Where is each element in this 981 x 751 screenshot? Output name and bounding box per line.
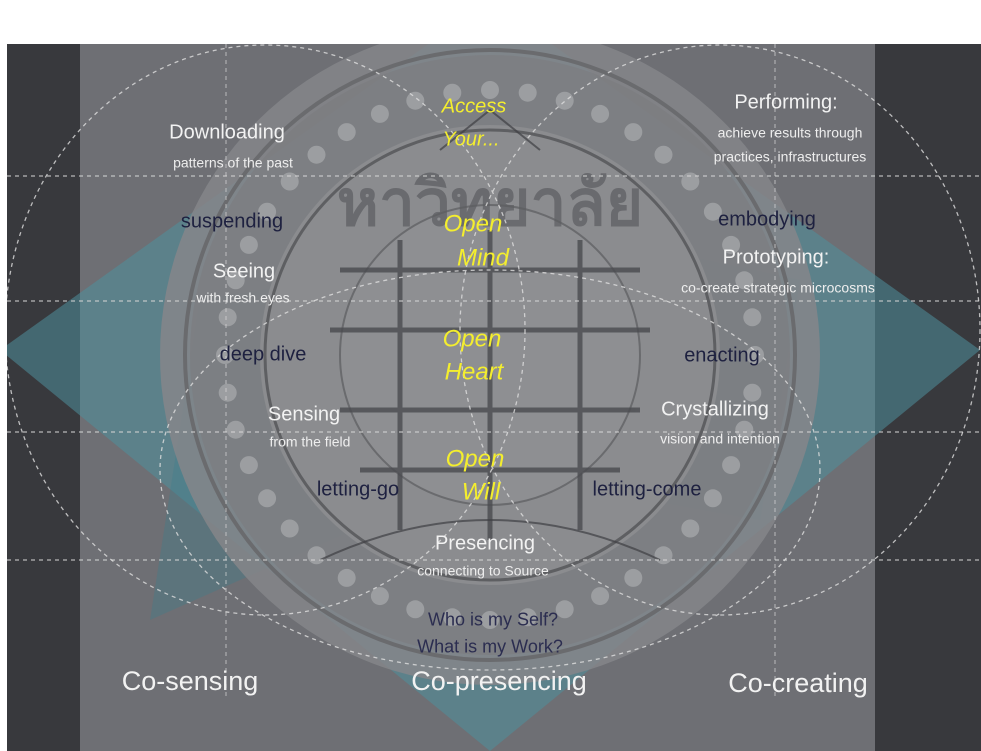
open-mind-line1: Open	[443, 210, 503, 238]
seal-bead	[216, 346, 234, 364]
performing-sub-line1: achieve results through	[717, 124, 863, 141]
question-work: What is my Work?	[417, 636, 563, 657]
access-label-line1: Access	[441, 95, 507, 118]
performing-title: Performing:	[734, 91, 838, 114]
seal-bead	[406, 91, 425, 110]
downloading-title: Downloading	[169, 121, 285, 144]
prototyping-sub: co-create strategic microcosms	[681, 279, 875, 296]
seal-lettering: หาวิทยาลัย	[337, 167, 643, 241]
open-will-line2: Will	[461, 478, 501, 506]
seal-bead	[239, 456, 258, 475]
seal-bead	[258, 489, 277, 508]
co-creating-label: Co-creating	[728, 667, 868, 698]
seeing-sub: with fresh eyes	[196, 289, 290, 306]
seal-bead	[703, 489, 722, 508]
seal-bead	[443, 608, 462, 627]
seal-bead	[654, 546, 673, 565]
enacting-label: enacting	[684, 344, 760, 367]
seal-bead	[280, 172, 299, 191]
seal-bead	[743, 308, 762, 327]
crystallizing-sub: vision and intention	[660, 430, 780, 447]
open-heart-line1: Open	[442, 325, 502, 353]
letting-come-label: letting-come	[592, 478, 702, 501]
seal-bead	[226, 271, 245, 290]
seal-bead	[735, 271, 754, 290]
seal-bead	[735, 420, 754, 439]
seal-bead	[624, 123, 643, 142]
seal-bead	[443, 83, 462, 102]
access-label-line2: Your...	[442, 128, 500, 151]
seal-bead	[370, 587, 389, 606]
seal-bead	[654, 145, 673, 164]
seal-bead	[681, 172, 700, 191]
open-heart-line2: Heart	[444, 358, 504, 386]
seal-bead	[280, 519, 299, 538]
u-shape-ellipses	[7, 44, 981, 671]
suspending-label: suspending	[180, 210, 284, 233]
downloading-sub: patterns of the past	[173, 154, 293, 171]
open-will-line1: Open	[445, 445, 505, 473]
seal-bead	[518, 83, 537, 102]
question-self: Who is my Self?	[427, 609, 559, 630]
seal-bead	[555, 91, 574, 110]
seal-bead	[591, 104, 610, 123]
seal-watermark: หาวิทยาลัย	[160, 44, 820, 685]
seal-bead	[307, 145, 326, 164]
seal-bead	[591, 587, 610, 606]
performing-sub-line2: practices, infrastructures	[713, 148, 867, 165]
presencing-sub: connecting to Source	[417, 562, 549, 579]
sensing-sub: from the field	[269, 433, 351, 450]
seal-bead	[703, 202, 722, 221]
sensing-title: Sensing	[267, 403, 341, 426]
seal-bead	[481, 81, 499, 99]
embodying-label: embodying	[718, 208, 816, 231]
open-mind-line2: Mind	[456, 244, 510, 272]
seal-bead	[258, 202, 277, 221]
seal-bead	[218, 308, 237, 327]
presencing-title: Presencing	[434, 532, 536, 555]
seal-bead	[681, 519, 700, 538]
seal-bead	[746, 346, 764, 364]
seal-bead	[406, 600, 425, 619]
stage-divider-lines	[7, 175, 981, 561]
seal-bead	[307, 546, 326, 565]
seal-bead	[518, 608, 537, 627]
crystallizing-title: Crystallizing	[661, 398, 769, 421]
seal-bead	[481, 611, 499, 629]
seal-bead	[226, 420, 245, 439]
seal-bead	[722, 456, 741, 475]
seal-bead	[555, 600, 574, 619]
deep-dive-label: deep dive	[219, 343, 307, 366]
seal-bead	[337, 123, 356, 142]
seal-bead	[239, 235, 258, 254]
co-presencing-label: Co-presencing	[411, 665, 587, 696]
seal-bead	[370, 104, 389, 123]
co-sensing-label: Co-sensing	[121, 665, 259, 696]
seeing-title: Seeing	[212, 260, 276, 283]
letting-go-label: letting-go	[316, 478, 400, 501]
seal-bead	[337, 568, 356, 587]
seal-bead	[722, 235, 741, 254]
prototyping-title: Prototyping:	[722, 246, 830, 269]
seal-bead	[624, 568, 643, 587]
seal-bead	[218, 383, 237, 402]
seal-bead	[743, 383, 762, 402]
